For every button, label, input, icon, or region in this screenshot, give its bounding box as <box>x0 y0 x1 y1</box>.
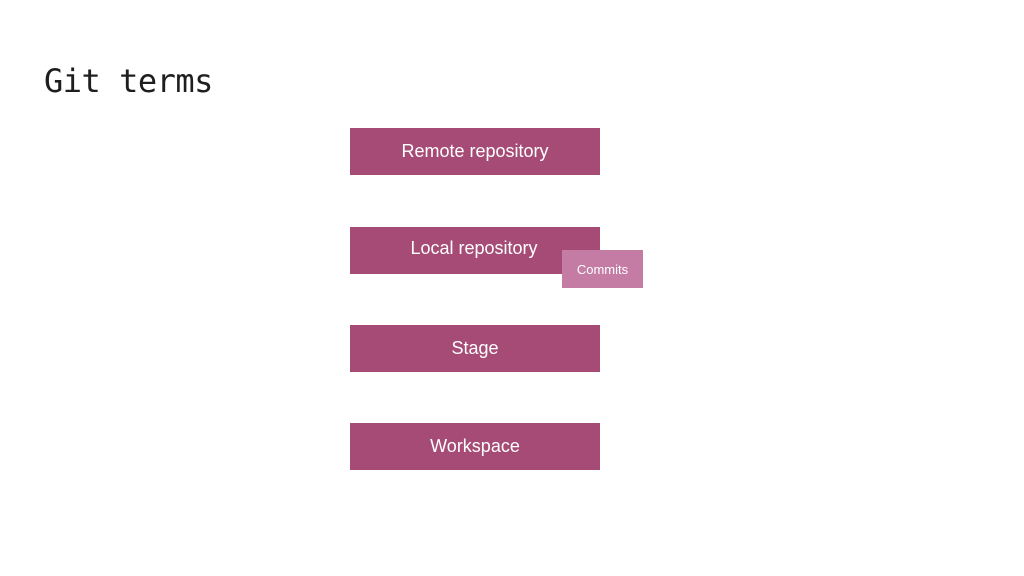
local-repository-box: Local repository <box>350 227 600 274</box>
commits-box: Commits <box>562 250 643 288</box>
remote-repository-box: Remote repository <box>350 128 600 175</box>
workspace-box: Workspace <box>350 423 600 470</box>
local-repository-label: Local repository <box>410 238 538 258</box>
stage-box: Stage <box>350 325 600 372</box>
workspace-label: Workspace <box>430 436 520 456</box>
slide-title: Git terms <box>44 62 213 100</box>
commits-label: Commits <box>576 261 629 277</box>
stage-label: Stage <box>451 338 499 358</box>
remote-repository-label: Remote repository <box>401 141 549 161</box>
